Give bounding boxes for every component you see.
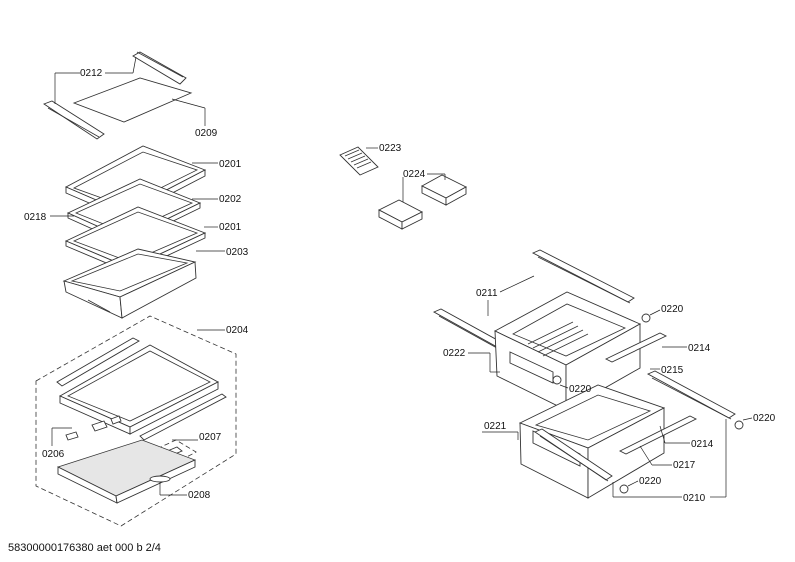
document-footer-code: 58300000176380 aet 000 b 2/4 [8, 542, 161, 554]
label-0214-a: 0214 [688, 343, 711, 354]
part-0222-upper-drawer [494, 291, 642, 411]
label-0210: 0210 [683, 493, 706, 504]
label-0201-lower: 0201 [219, 222, 242, 233]
part-0203-framed-shelf [62, 248, 197, 319]
part-0208-cover [57, 439, 196, 504]
label-0207: 0207 [199, 432, 222, 443]
part-0210-rail [534, 428, 613, 482]
label-0206: 0206 [42, 449, 65, 460]
label-0209: 0209 [195, 128, 218, 139]
callout-labels: 0212 0209 0201 0202 0218 0201 0203 0204 … [24, 68, 776, 504]
part-0223-ice-tray [339, 146, 379, 176]
part-0214-upper-bar [604, 332, 668, 363]
label-0220-a: 0220 [661, 304, 684, 315]
part-0214-lower-bar [618, 415, 698, 455]
label-0214-b: 0214 [691, 439, 714, 450]
label-0224: 0224 [403, 169, 426, 180]
part-0224-containers [378, 174, 467, 230]
label-0212: 0212 [80, 68, 103, 79]
label-0218: 0218 [24, 212, 47, 223]
label-0220-b: 0220 [569, 384, 592, 395]
label-0220-d: 0220 [639, 476, 662, 487]
part-0204-assembly-outline [35, 315, 237, 527]
label-0202: 0202 [219, 194, 242, 205]
part-0215-rail [646, 370, 736, 420]
label-0217: 0217 [673, 460, 696, 471]
label-0222: 0222 [443, 348, 466, 359]
part-0209-cover-plate [72, 77, 193, 123]
label-0208: 0208 [188, 490, 211, 501]
part-0212-rails [43, 51, 187, 140]
label-0203: 0203 [226, 247, 249, 258]
label-0211: 0211 [476, 288, 498, 299]
label-0221: 0221 [484, 421, 507, 432]
label-0201-top: 0201 [219, 159, 242, 170]
part-0204-shelf-assembly [56, 337, 227, 441]
part-0206-clips [65, 415, 122, 441]
leader-lines [50, 56, 753, 498]
label-0204: 0204 [226, 325, 249, 336]
part-0220-knobs [552, 313, 744, 494]
label-0223: 0223 [379, 143, 402, 154]
label-0220-c: 0220 [753, 413, 776, 424]
label-0215: 0215 [661, 365, 684, 376]
